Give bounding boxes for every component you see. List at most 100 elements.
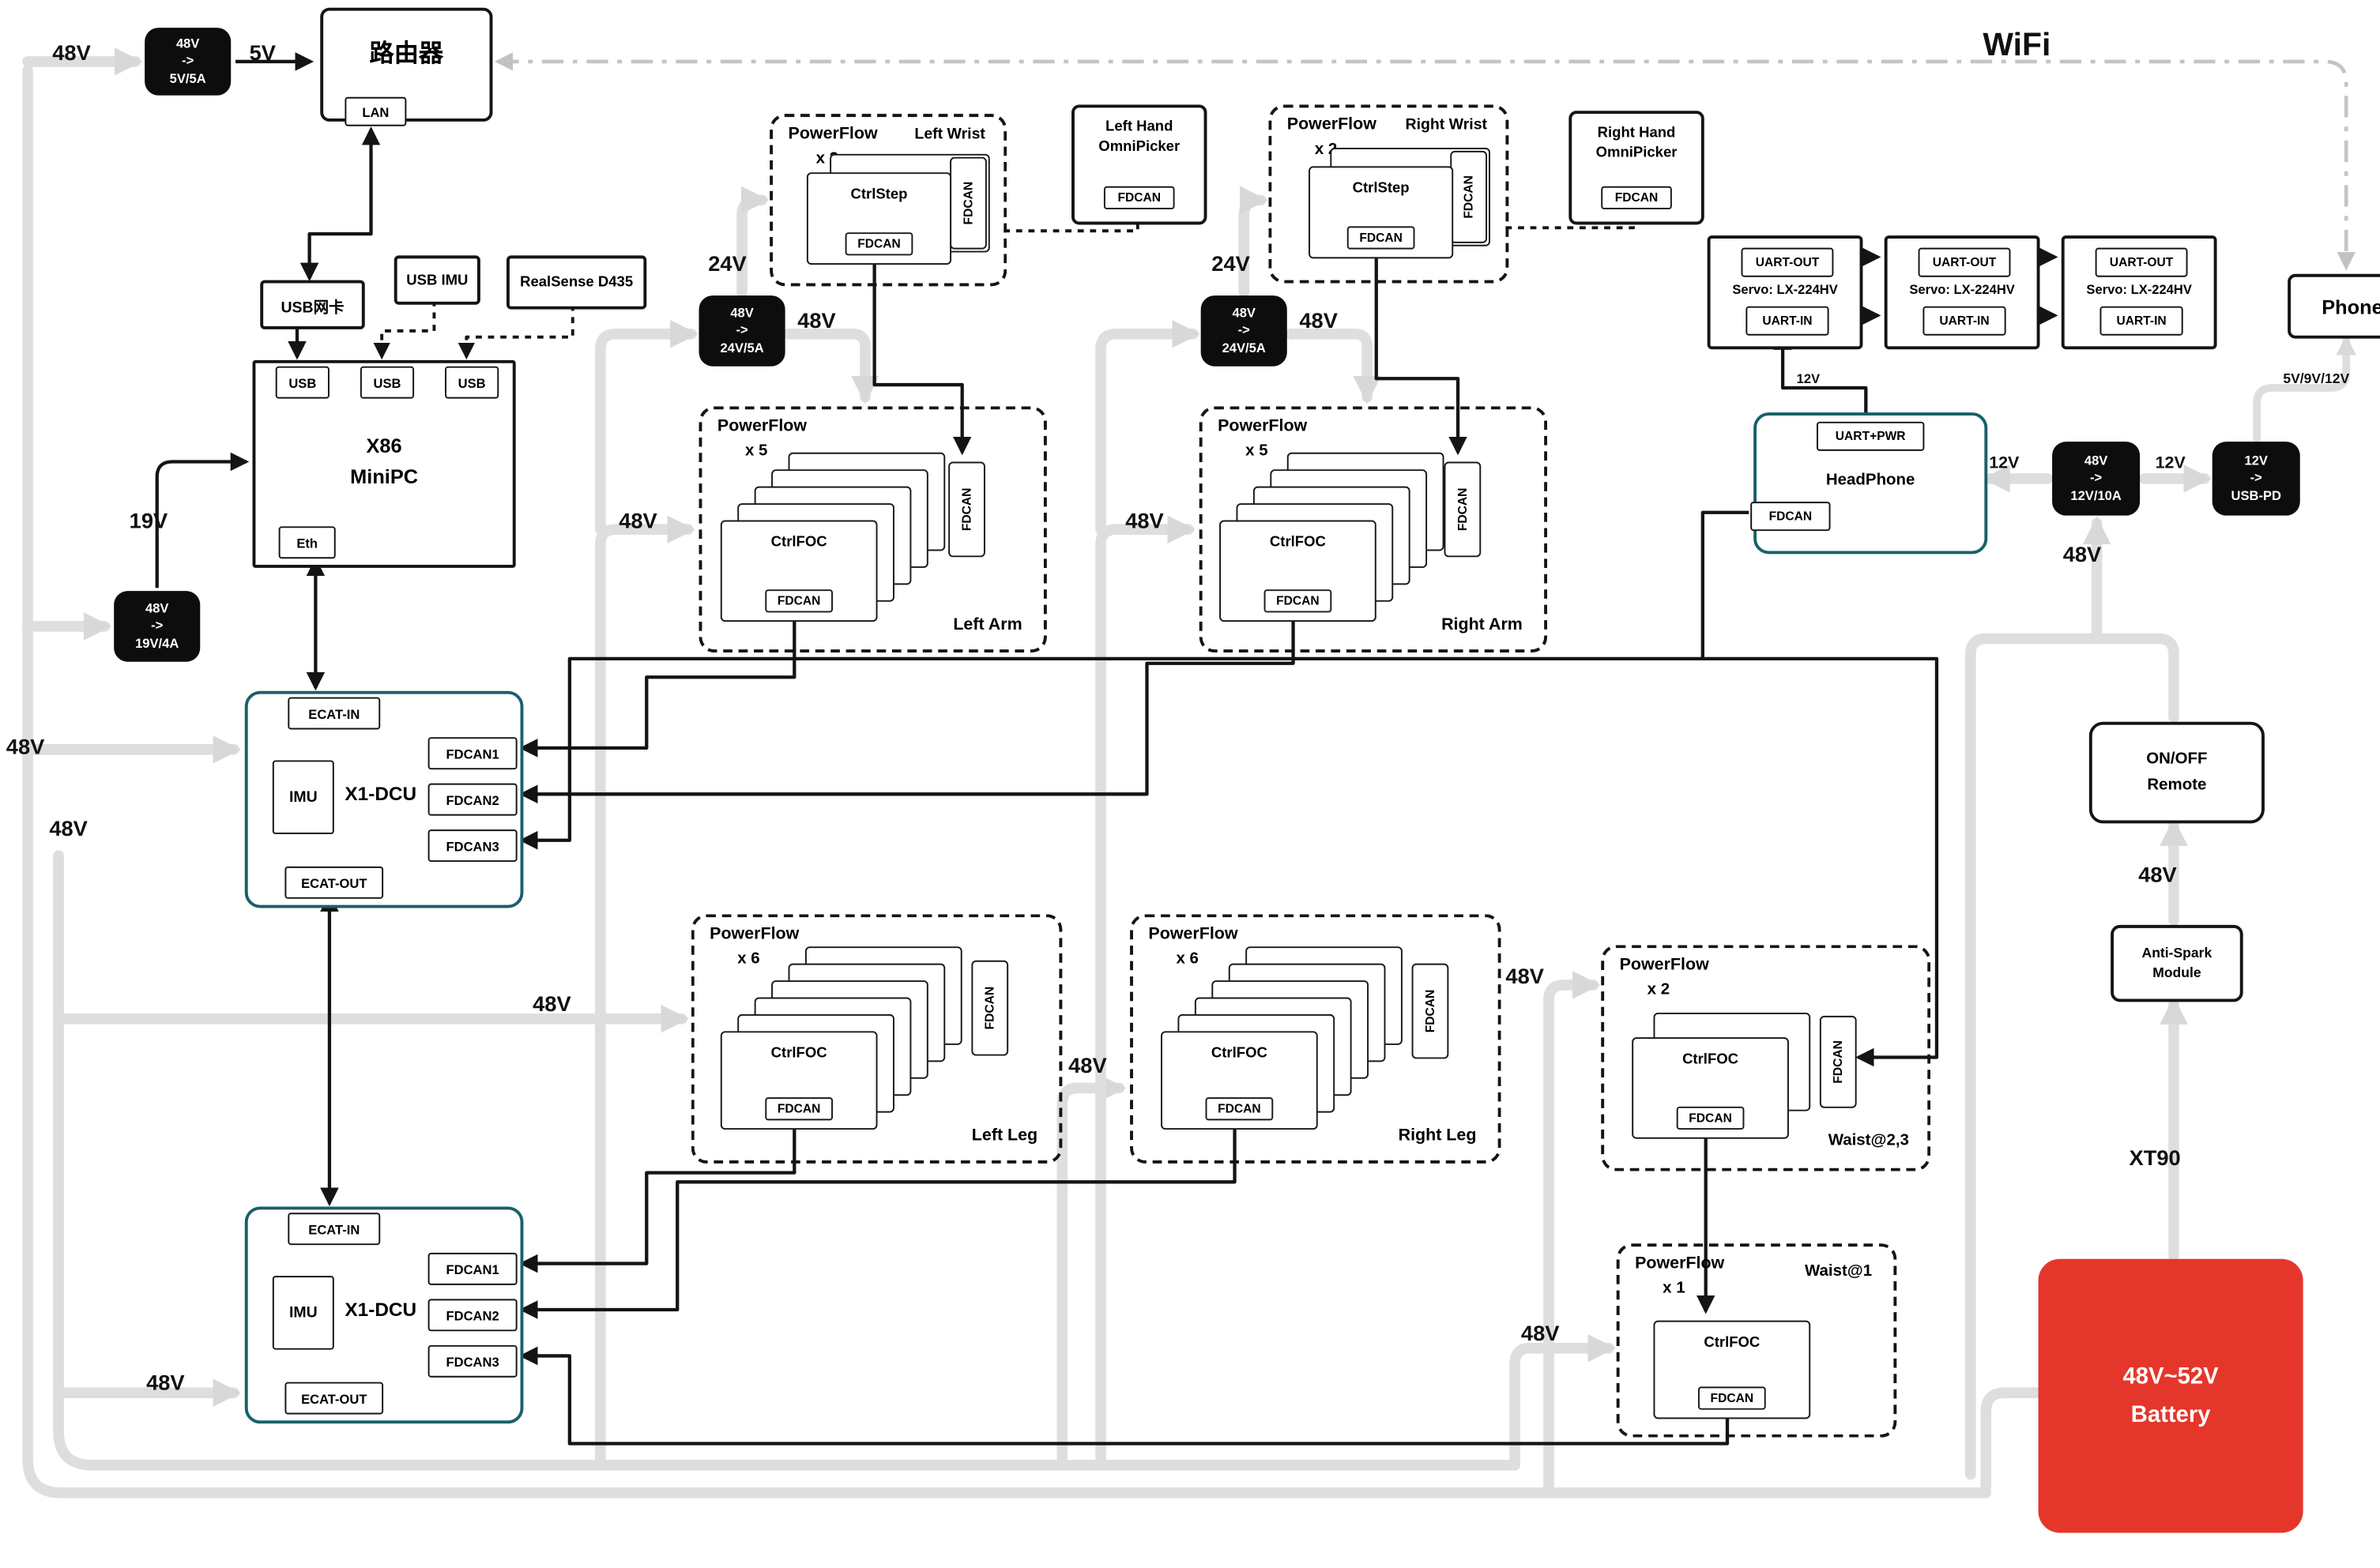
minipc-line2: MiniPC <box>350 464 419 487</box>
minipc-line1: X86 <box>366 434 402 457</box>
powerflow-count: x 2 <box>1647 980 1670 999</box>
fdcan-tab: FDCAN <box>950 156 987 250</box>
hand-line2: OmniPicker <box>1595 145 1678 162</box>
uart-out-port: UART-OUT <box>1918 247 2011 277</box>
card-title: CtrlFOC <box>770 534 827 551</box>
label-wifi: WiFi <box>1983 28 2051 63</box>
powerflow-name: PowerFlow <box>788 124 878 144</box>
fdcan1-port: FDCAN1 <box>427 1252 518 1285</box>
converter-in: 48V <box>1232 305 1256 321</box>
powerflow-title: Left Arm <box>953 615 1022 634</box>
servo-box-2: UART-OUT Servo: LX-224HV UART-IN <box>1884 235 2040 350</box>
powerflow-name: PowerFlow <box>1619 955 1709 975</box>
label-12v-headphone: 12V <box>1989 453 2020 473</box>
card-title: CtrlFOC <box>1211 1044 1267 1062</box>
usb-port-3: USB <box>445 366 499 399</box>
phone-power-line <box>2253 335 2356 443</box>
label-xt90: XT90 <box>2129 1145 2181 1170</box>
hand-line2: OmniPicker <box>1098 138 1181 156</box>
fdcan-tab: FDCAN <box>948 461 985 558</box>
servo-name: Servo: LX-224HV <box>2086 281 2192 298</box>
card-title: CtrlStep <box>850 186 908 204</box>
powerflow-left-arm: PowerFlow x 5 Left Arm FDCAN CtrlFOC FDC… <box>699 406 1047 653</box>
eth-port: Eth <box>278 526 336 559</box>
converter-arrow: -> <box>736 322 748 338</box>
fdcan-port: FDCAN <box>1601 186 1672 209</box>
powerflow-title: Right Leg <box>1398 1126 1477 1145</box>
powerflow-name: PowerFlow <box>1286 115 1376 134</box>
fdcan2-port: FDCAN2 <box>427 783 518 816</box>
usb-port-1: USB <box>275 366 330 399</box>
servo-box-1: UART-OUT Servo: LX-224HV UART-IN <box>1707 235 1863 350</box>
label-12v-servo: 12V <box>1796 370 1821 387</box>
left-hand-box: Left Hand OmniPicker FDCAN <box>1071 104 1207 225</box>
label-24v-right: 24V <box>1211 250 1250 276</box>
converter-48v-24v-left: 48V -> 24V/5A <box>699 295 785 367</box>
card-title: CtrlStep <box>1352 179 1410 197</box>
converter-arrow: -> <box>2250 470 2262 486</box>
powerflow-name: PowerFlow <box>1218 416 1308 436</box>
fdcan-tab: FDCAN <box>1411 963 1449 1059</box>
label-48v-dcu2: 48V <box>146 1369 185 1395</box>
converter-in: 48V <box>2084 453 2108 469</box>
uart-pwr-port: UART+PWR <box>1816 421 1925 451</box>
card-title: CtrlFOC <box>1682 1051 1739 1069</box>
label-19v: 19V <box>129 507 168 533</box>
uart-in-port: UART-IN <box>1745 306 1829 336</box>
converter-48v-24v-right: 48V -> 24V/5A <box>1200 295 1287 367</box>
usb-net-adapter: USB网卡 <box>260 280 365 329</box>
label-48v-left-2: 48V <box>49 815 88 840</box>
converter-48v-12v: 48V -> 12V/10A <box>2052 442 2141 516</box>
card-title: CtrlFOC <box>1269 534 1326 551</box>
fdcan3-port: FDCAN3 <box>427 829 518 863</box>
fdcan-port: FDCAN <box>765 589 834 613</box>
label-48v-leftarm: 48V <box>619 507 657 533</box>
label-5v: 5V <box>249 39 276 65</box>
label-48v-rightleg: 48V <box>1068 1052 1107 1077</box>
ctrlfoc-card: CtrlFOC FDCAN <box>720 520 878 622</box>
fdcan-port: FDCAN <box>1346 226 1415 250</box>
powerflow-left-wrist: PowerFlow x 2 Left Wrist FDCAN CtrlStep … <box>770 114 1007 287</box>
router-box: 路由器 LAN <box>320 7 493 126</box>
powerflow-title: Left Wrist <box>914 126 985 144</box>
powerflow-title: Waist@1 <box>1804 1262 1873 1280</box>
ecat-in-port: ECAT-IN <box>288 1213 381 1246</box>
ctrlfoc-card: CtrlFOC FDCAN <box>1219 520 1376 622</box>
hand-line1: Right Hand <box>1597 124 1676 142</box>
lan-port: LAN <box>345 96 407 126</box>
realsense-d435: RealSense D435 <box>506 255 647 310</box>
x1-dcu-2: ECAT-IN IMU X1-DCU FDCAN1 FDCAN2 FDCAN3 … <box>244 1206 524 1424</box>
remote-line1: ON/OFF <box>2146 750 2208 769</box>
label-48v-remote: 48V <box>2138 862 2177 887</box>
label-48v-topleft: 48V <box>52 39 91 65</box>
servo-name: Servo: LX-224HV <box>1909 281 2015 298</box>
minipc-title: X86 MiniPC <box>255 431 512 491</box>
label-48v-left-1: 48V <box>6 734 45 759</box>
converter-arrow: -> <box>1237 322 1250 338</box>
converter-arrow: -> <box>151 618 164 634</box>
fdcan-tab: FDCAN <box>971 960 1009 1056</box>
converter-in: 48V <box>145 600 169 617</box>
ctrlfoc-card: CtrlFOC FDCAN <box>1632 1037 1789 1139</box>
fdcan-tab: FDCAN <box>1450 150 1488 243</box>
fdcan-port: FDCAN <box>765 1097 834 1121</box>
label-12v-usbpd: 12V <box>2155 453 2186 473</box>
antispark-line2: Module <box>2152 964 2201 981</box>
fdcan-port: FDCAN <box>845 232 913 256</box>
ctrlfoc-card: CtrlFOC FDCAN <box>720 1031 878 1130</box>
onoff-remote-box: ON/OFF Remote <box>2088 721 2265 824</box>
powerflow-name: PowerFlow <box>1635 1254 1725 1273</box>
servo-box-3: UART-OUT Servo: LX-224HV UART-IN <box>2061 235 2217 350</box>
usb-port-2: USB <box>360 366 415 399</box>
x1-dcu-1: ECAT-IN IMU X1-DCU FDCAN1 FDCAN2 FDCAN3 … <box>244 690 524 908</box>
powerflow-title: Waist@2,3 <box>1828 1131 1909 1150</box>
minipc-box: USB USB USB X86 MiniPC Eth <box>252 359 516 568</box>
battery-line2: Battery <box>2130 1401 2211 1429</box>
converter-48v-19v: 48V -> 19V/4A <box>114 591 201 662</box>
fdcan2-port: FDCAN2 <box>427 1299 518 1332</box>
converter-out: USB-PD <box>2231 487 2281 503</box>
uart-in-port: UART-IN <box>2099 306 2183 336</box>
ctrlfoc-card: CtrlFOC FDCAN <box>1653 1320 1811 1419</box>
